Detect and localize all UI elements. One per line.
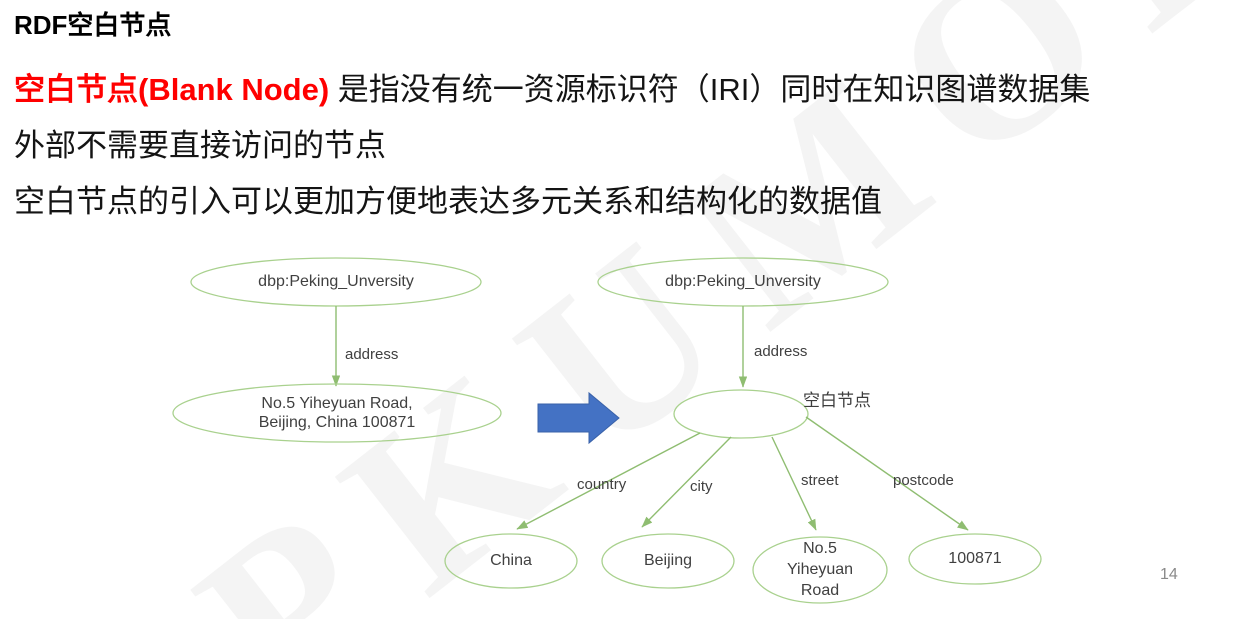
blank-node-highlight: 空白节点(Blank Node) (14, 72, 330, 107)
body-line-1: 空白节点(Blank Node) 是指没有统一资源标识符（IRI）同时在知识图谱… (14, 62, 1219, 118)
left-address-label: address (345, 346, 399, 363)
street-value-ellipse (752, 536, 888, 604)
body-line-2: 外部不需要直接访问的节点 (14, 128, 386, 163)
country-value-ellipse (444, 533, 578, 589)
body-line-1-rest: 是指没有统一资源标识符（IRI）同时在知识图谱数据集 (329, 72, 1091, 107)
street-edge-label: street (801, 472, 839, 489)
country-edge-label: country (577, 476, 627, 493)
city-value-ellipse (601, 533, 735, 589)
left-object-line-2: Beijing, China 100871 (258, 414, 416, 431)
right-address-label: address (754, 343, 808, 360)
city-value-label: Beijing (643, 552, 693, 569)
city-edge-label: city (690, 478, 713, 495)
left-subject-label: dbp:Peking_Unversity (258, 273, 414, 290)
country-edge-arrow (516, 432, 701, 530)
country-value-label: China (490, 552, 532, 569)
body-line-3: 空白节点的引入可以更加方便地表达多元关系和结构化的数据值 (14, 184, 882, 219)
city-edge-arrow (641, 436, 732, 528)
blank-node-label: 空白节点 (803, 391, 871, 410)
right-subject-label: dbp:Peking_Unversity (665, 273, 821, 290)
postcode-value-ellipse (908, 533, 1042, 585)
slide-title: RDF空白节点 (14, 10, 172, 40)
street-value-label: No.5 Yiheyuan Road (786, 540, 854, 599)
left-object-ellipse (172, 383, 502, 443)
body-text: 空白节点(Blank Node) 是指没有统一资源标识符（IRI）同时在知识图谱… (14, 62, 1219, 230)
blank-node-ellipse (673, 389, 809, 439)
postcode-edge-arrow (805, 416, 969, 531)
postcode-edge-label: postcode (893, 472, 954, 489)
left-object-label: No.5 Yiheyuan Road, Beijing, China 10087… (177, 394, 497, 432)
left-object-line-1: No.5 Yiheyuan Road, (261, 395, 413, 412)
page-number: 14 (1160, 566, 1178, 583)
postcode-value-label: 100871 (948, 550, 1002, 567)
street-edge-arrow (771, 436, 817, 531)
transform-arrow-icon (537, 391, 620, 445)
